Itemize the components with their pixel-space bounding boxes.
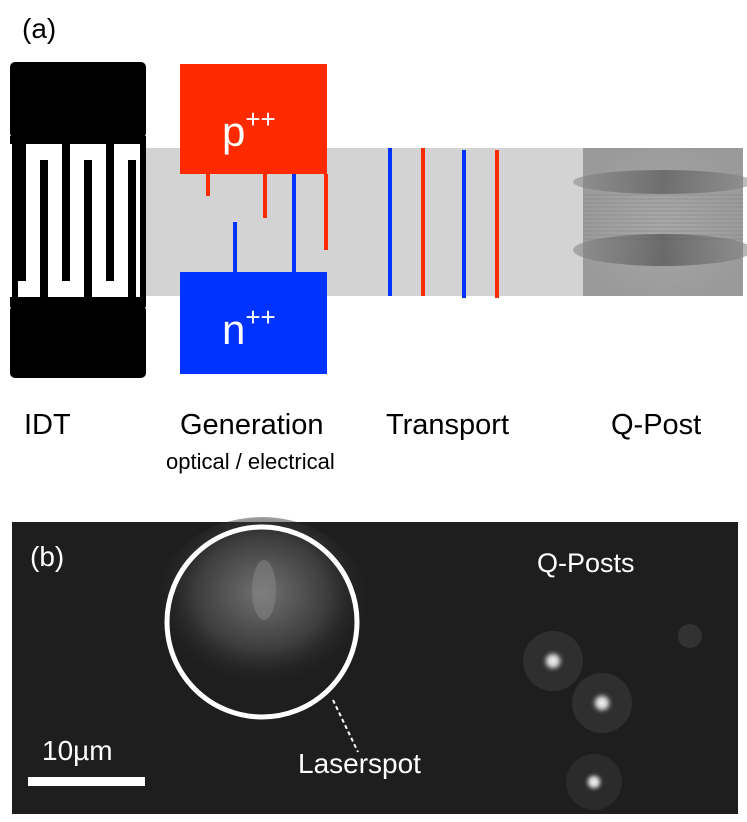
qpost-spot <box>678 624 702 648</box>
scalebar <box>28 777 145 786</box>
idt <box>10 62 146 378</box>
idt-fingers <box>12 140 146 301</box>
laserspot-circle <box>164 524 360 720</box>
idt-finger <box>18 140 26 281</box>
idt-bottom-pad <box>10 305 146 378</box>
panel-b-label: (b) <box>30 541 64 572</box>
micrograph <box>12 517 738 814</box>
qposts-label: Q-Posts <box>537 548 635 578</box>
idt-finger <box>62 140 70 281</box>
idt-finger <box>84 160 92 301</box>
caption-idt: IDT <box>24 409 71 441</box>
idt-border <box>12 140 18 300</box>
caption-generation: Generation <box>180 409 324 441</box>
n-contact-label: n++ <box>222 302 276 353</box>
p-contact-label: p++ <box>222 104 276 155</box>
idt-border <box>140 140 146 300</box>
laserspot-label: Laserspot <box>298 748 421 779</box>
idt-finger <box>128 160 136 301</box>
panel-a-label: (a) <box>22 13 56 44</box>
transport-lines <box>388 148 499 298</box>
qpost-spot <box>566 754 622 810</box>
idt-finger <box>106 140 114 281</box>
idt-top-pad <box>10 62 146 138</box>
scalebar-label: 10µm <box>42 735 113 766</box>
qpost-image <box>573 148 747 296</box>
caption-qpost: Q-Post <box>611 409 701 441</box>
idt-finger <box>40 160 48 301</box>
caption-generation-sub: optical / electrical <box>166 449 335 474</box>
p-contact <box>180 64 327 174</box>
caption-transport: Transport <box>386 409 509 441</box>
generation-lines <box>206 174 328 272</box>
laserspot-pointer <box>332 699 359 753</box>
n-contact <box>180 272 327 374</box>
qpost-spot <box>572 673 632 733</box>
qpost-spot <box>523 631 583 691</box>
